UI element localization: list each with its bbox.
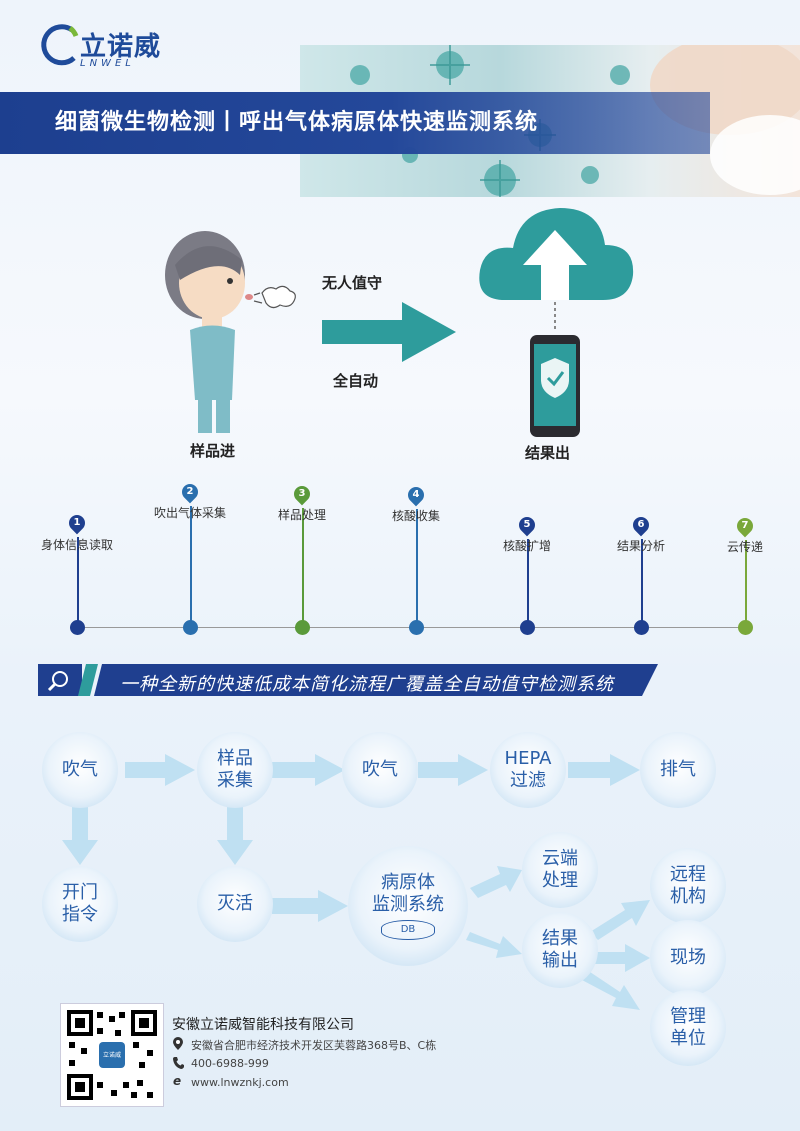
timeline-step-number: 7 bbox=[741, 520, 749, 531]
timeline-dot bbox=[409, 620, 424, 635]
timeline-stem bbox=[77, 537, 79, 627]
timeline-dot bbox=[520, 620, 535, 635]
qr-badge: 立诺威 bbox=[102, 1052, 121, 1059]
timeline-step-number-pin: 2 bbox=[178, 480, 202, 504]
flow-arrows bbox=[62, 754, 650, 1010]
flow-blow-2: 吹气 bbox=[342, 732, 418, 808]
timeline-step-number-pin: 4 bbox=[404, 483, 428, 507]
timeline-dot bbox=[634, 620, 649, 635]
flow-management: 管理单位 bbox=[650, 990, 726, 1066]
timeline-step-label: 身体信息读取 bbox=[41, 538, 114, 552]
timeline-stem bbox=[190, 506, 192, 627]
timeline-dot bbox=[70, 620, 85, 635]
page-title: 细菌微生物检测丨呼出气体病原体快速监测系统 bbox=[55, 110, 539, 135]
title-banner bbox=[0, 92, 710, 154]
qr-code-icon bbox=[67, 1010, 157, 1100]
brand-logo: 立诺威 LNWEL bbox=[40, 18, 200, 74]
timeline-step-number-pin: 7 bbox=[733, 514, 757, 538]
flow-blow-1: 吹气 bbox=[42, 732, 118, 808]
sample-in-label: 样品进 bbox=[190, 442, 236, 460]
arrow-top-label: 无人值守 bbox=[322, 274, 383, 292]
cloud-phone-icon bbox=[479, 208, 634, 437]
flow-cloud-process: 云端处理 bbox=[522, 832, 598, 908]
timeline-step-label: 吹出气体采集 bbox=[154, 506, 227, 520]
timeline-stem bbox=[527, 539, 529, 627]
timeline-step-label: 样品处理 bbox=[278, 508, 327, 522]
timeline-step-number-pin: 5 bbox=[515, 513, 539, 537]
timeline-step-label: 云传递 bbox=[727, 540, 764, 554]
arrow-bottom-label: 全自动 bbox=[333, 372, 379, 390]
flow-monitor-system: 病原体监测系统 DB bbox=[348, 846, 468, 966]
flow-open-door: 开门指令 bbox=[42, 866, 118, 942]
timeline-dot bbox=[738, 620, 753, 635]
logo-mark-icon bbox=[41, 24, 79, 66]
right-arrow-icon bbox=[322, 302, 456, 362]
timeline-stem bbox=[641, 539, 643, 627]
company-address: 安徽省合肥市经济技术开发区芙蓉路368号B、C栋 bbox=[191, 1039, 437, 1052]
timeline-stem bbox=[745, 540, 747, 627]
flow-inactivate: 灭活 bbox=[197, 866, 273, 942]
timeline-dot bbox=[183, 620, 198, 635]
timeline-step-label: 核酸扩增 bbox=[503, 539, 552, 553]
db-icon: DB bbox=[381, 920, 435, 940]
flow-sample: 样品采集 bbox=[197, 732, 273, 808]
brand-sub: LNWEL bbox=[80, 58, 135, 69]
timeline-step-label: 结果分析 bbox=[617, 539, 666, 553]
timeline-step-number: 6 bbox=[637, 519, 645, 530]
timeline-stem bbox=[416, 509, 418, 627]
timeline-stem bbox=[302, 508, 304, 627]
search-icon bbox=[47, 671, 68, 692]
person-breathing-icon bbox=[165, 231, 296, 433]
result-out-label: 结果出 bbox=[525, 444, 571, 462]
qr-code: 立诺威 bbox=[60, 1003, 164, 1107]
tagline-banner bbox=[38, 664, 658, 696]
timeline-dot bbox=[295, 620, 310, 635]
company-name: 安徽立诺威智能科技有限公司 bbox=[172, 1017, 354, 1033]
location-pin-icon bbox=[173, 1037, 183, 1050]
timeline-step-number: 4 bbox=[412, 489, 420, 500]
flow-site: 现场 bbox=[650, 920, 726, 996]
timeline-step-number: 1 bbox=[73, 517, 81, 528]
tagline-text: 一种全新的快速低成本简化流程广覆盖全自动值守检测系统 bbox=[120, 674, 614, 695]
flow-remote-agency: 远程机构 bbox=[650, 848, 726, 924]
web-icon: e bbox=[173, 1074, 182, 1088]
brand-name: 立诺威 bbox=[80, 32, 162, 62]
timeline-step-number: 5 bbox=[523, 519, 531, 530]
phone-icon bbox=[173, 1057, 184, 1069]
company-phone: 400-6988-999 bbox=[191, 1057, 269, 1070]
timeline-step-number-pin: 1 bbox=[65, 511, 89, 535]
timeline-step-number-pin: 6 bbox=[629, 513, 653, 537]
timeline-step-number-pin: 3 bbox=[290, 482, 314, 506]
timeline-step-number: 2 bbox=[186, 486, 194, 497]
timeline-step-number: 3 bbox=[298, 488, 306, 499]
flow-exhaust: 排气 bbox=[640, 732, 716, 808]
company-website[interactable]: www.lnwznkj.com bbox=[191, 1076, 289, 1089]
timeline-step-label: 核酸收集 bbox=[392, 509, 441, 523]
flow-result-output: 结果输出 bbox=[522, 912, 598, 988]
